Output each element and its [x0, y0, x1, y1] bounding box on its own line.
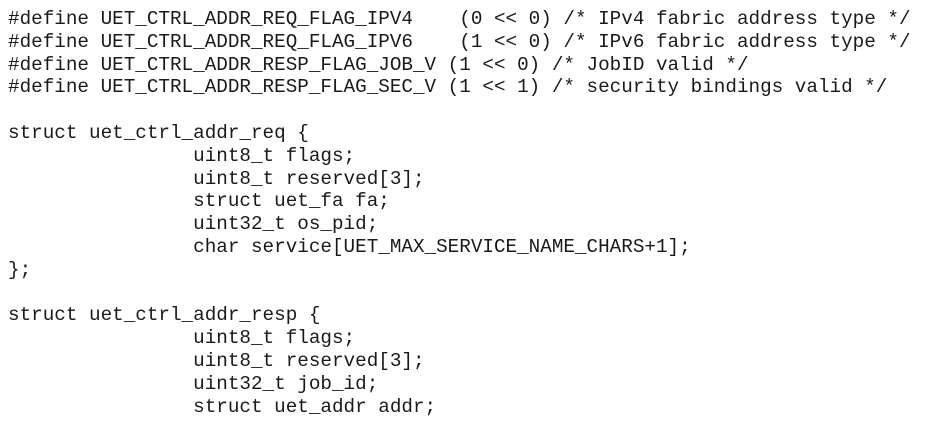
- code-line-req-service: char service[UET_MAX_SERVICE_NAME_CHARS+…: [8, 235, 691, 258]
- code-line-req-struct-open: struct uet_ctrl_addr_req {: [8, 121, 309, 144]
- code-line-req-flags: uint8_t flags;: [8, 144, 356, 167]
- code-line-define-ipv6: #define UET_CTRL_ADDR_REQ_FLAG_IPV6 (1 <…: [8, 30, 911, 53]
- code-line-resp-flags: uint8_t flags;: [8, 327, 356, 350]
- code-line-define-sec-v: #define UET_CTRL_ADDR_RESP_FLAG_SEC_V (1…: [8, 76, 888, 99]
- code-line-resp-job-id: uint32_t job_id;: [8, 372, 379, 395]
- code-line-resp-reserved: uint8_t reserved[3];: [8, 349, 425, 372]
- code-line-req-struct-close: };: [8, 258, 32, 281]
- code-line-req-os-pid: uint32_t os_pid;: [8, 213, 379, 236]
- code-line-blank: [8, 282, 911, 305]
- code-line-define-ipv4: #define UET_CTRL_ADDR_REQ_FLAG_IPV4 (0 <…: [8, 8, 911, 30]
- code-line-req-fa: struct uet_fa fa;: [8, 190, 390, 213]
- code-line-blank: [8, 99, 911, 122]
- code-line-resp-struct-open: struct uet_ctrl_addr_resp {: [8, 304, 321, 327]
- code-line-req-reserved: uint8_t reserved[3];: [8, 167, 425, 190]
- code-line-define-job-v: #define UET_CTRL_ADDR_RESP_FLAG_JOB_V (1…: [8, 53, 749, 76]
- code-line-resp-addr: struct uet_addr addr;: [8, 395, 437, 418]
- code-listing: #define UET_CTRL_ADDR_REQ_FLAG_IPV4 (0 <…: [8, 8, 911, 418]
